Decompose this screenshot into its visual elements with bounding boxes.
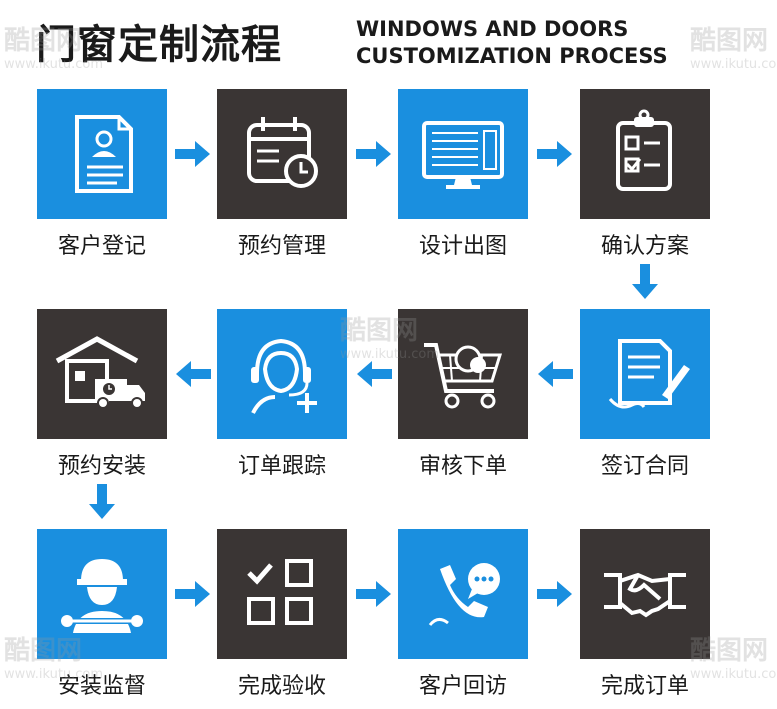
arrow-right-icon [537,140,573,168]
worker-wrench-icon [61,559,143,633]
watermark-logo: 酷图网 [690,26,769,56]
step-tile-7 [217,309,347,439]
registration-form-icon [75,115,133,193]
monitor-design-icon [422,121,504,189]
arrow-right-icon [175,140,211,168]
step-tile-5 [580,309,710,439]
arrow-right-icon [356,140,392,168]
step-tile-4 [580,89,710,219]
step-label-4: 确认方案 [600,234,689,259]
arrow-right-icon [356,580,392,608]
step-tile-1 [37,89,167,219]
phone-chat-icon [428,563,500,626]
step-label-3: 设计出图 [418,234,507,259]
page-title-zh: 门窗定制流程 [36,22,282,68]
step-label-11: 客户回访 [418,674,507,699]
calendar-clock-icon [247,117,318,188]
arrow-left-icon [356,360,392,388]
step-tile-6 [398,309,528,439]
step-label-7: 订单跟踪 [237,454,326,479]
step-label-5: 签订合同 [600,454,689,479]
step-label-9: 安装监督 [57,674,146,699]
step-tile-2 [217,89,347,219]
step-tile-9 [37,529,167,659]
step-label-12: 完成订单 [600,674,689,699]
handshake-icon [604,572,686,618]
step-label-10: 完成验收 [237,674,326,699]
step-tile-12 [580,529,710,659]
headset-agent-icon [251,338,317,414]
step-label-6: 审核下单 [418,454,507,479]
arrow-right-icon [175,580,211,608]
contract-pen-icon [608,339,690,409]
step-tile-8 [37,309,167,439]
step-label-8: 预约安装 [57,454,146,479]
title-en-line2: CUSTOMIZATION PROCESS [356,44,668,68]
page-title-en: WINDOWS AND DOORS CUSTOMIZATION PROCESS [356,16,668,70]
checklist-grid-icon [247,559,313,625]
step-tile-10 [217,529,347,659]
step-tile-3 [398,89,528,219]
house-truck-icon [55,336,145,409]
title-en-line1: WINDOWS AND DOORS [356,17,629,41]
clipboard-checklist-icon [616,109,672,191]
step-label-1: 客户登记 [57,234,146,259]
arrow-down-icon [88,484,116,520]
step-label-2: 预约管理 [237,234,326,259]
step-tile-11 [398,529,528,659]
arrow-left-icon [537,360,573,388]
watermark-url: www.ikutu.com [690,57,777,72]
arrow-left-icon [175,360,211,388]
arrow-down-icon [631,264,659,300]
shopping-cart-icon [424,343,503,409]
watermark: 酷图网 www.ikutu.com [690,20,777,72]
arrow-right-icon [537,580,573,608]
